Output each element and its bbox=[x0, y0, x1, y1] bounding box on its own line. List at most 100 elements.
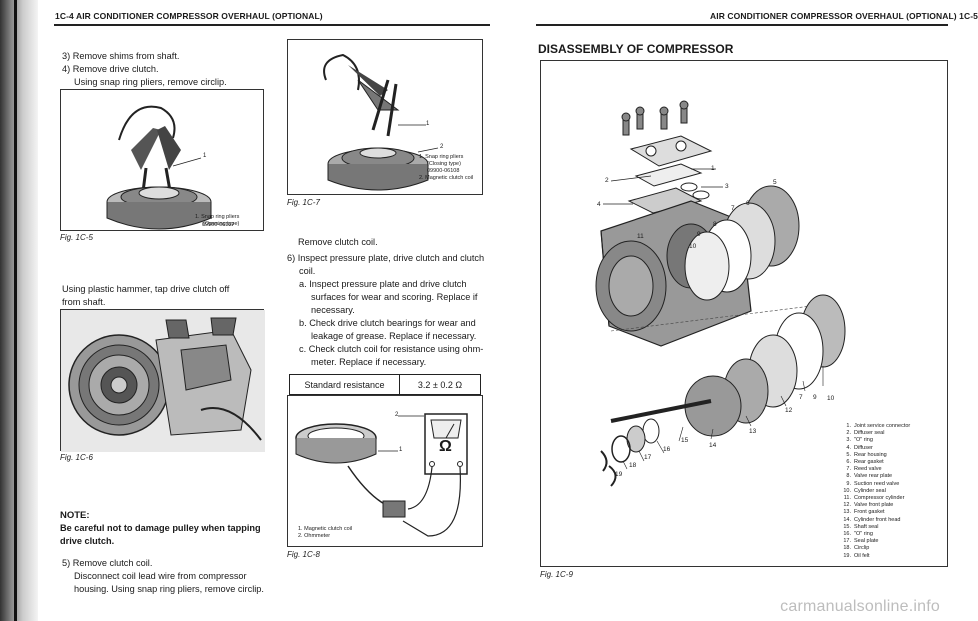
spec-label: Standard resistance bbox=[289, 374, 400, 395]
figure-1c-5: 1 1. Snap ring pliers (Opening type) bbox=[60, 89, 264, 231]
callout-10-front: 10 bbox=[827, 395, 835, 402]
legend-row: 19.Oil felt bbox=[843, 552, 870, 559]
legend-row: 11.Compressor cylinder bbox=[843, 495, 905, 502]
right-page-title: DISASSEMBLY OF COMPRESSOR bbox=[538, 42, 734, 56]
snap-ring-pliers-opening-illustration bbox=[106, 105, 212, 230]
note-text-line-2: drive clutch. bbox=[60, 536, 115, 546]
page-binding-edge bbox=[0, 0, 38, 621]
sub-c-line-1: c. Check clutch coil for resistance usin… bbox=[299, 344, 484, 354]
step-5-sub-line-2: housing. Using snap ring pliers, remove … bbox=[74, 584, 264, 594]
legend-row: 4.Diffuser bbox=[846, 444, 873, 451]
callout-7-front: 7 bbox=[799, 394, 803, 401]
fig7-legend-line-1: 1. Snap ring pliers bbox=[419, 154, 464, 160]
callout-6: 6 bbox=[746, 200, 750, 207]
fig5-callout-1: 1 bbox=[203, 153, 207, 159]
fig8-callout-1: 1 bbox=[399, 447, 403, 453]
standard-resistance-table: Standard resistance 3.2 ± 0.2 Ω bbox=[289, 374, 481, 395]
watermark: carmanualsonline.info bbox=[780, 598, 940, 615]
sub-a-line-1: a. Inspect pressure plate and drive clut… bbox=[299, 279, 467, 289]
callout-13: 13 bbox=[749, 428, 757, 435]
step-6: 6) Inspect pressure plate, drive clutch … bbox=[287, 253, 485, 263]
fig5-legend-line-3: 09900-06107 bbox=[202, 222, 235, 228]
sub-a-line-2: surfaces for wear and scoring. Replace i… bbox=[311, 292, 478, 302]
callout-11: 11 bbox=[637, 233, 644, 240]
legend-row: 6.Rear gasket bbox=[846, 459, 884, 466]
callout-19: 19 bbox=[615, 471, 623, 478]
callout-18: 18 bbox=[629, 462, 637, 469]
spec-value: 3.2 ± 0.2 Ω bbox=[399, 374, 481, 395]
figure-1c-7: 1 2 1. Snap ring pliers (Closing type) 0… bbox=[287, 39, 483, 195]
callout-5: 5 bbox=[773, 179, 777, 186]
right-header-rule bbox=[536, 24, 948, 26]
fig7-legend-line-2: (Closing type) bbox=[427, 161, 461, 167]
step-3: 3) Remove shims from shaft. bbox=[62, 51, 180, 61]
callout-3: 3 bbox=[725, 183, 729, 190]
ohmmeter-coil-test-illustration bbox=[295, 413, 468, 537]
callout-9: 9 bbox=[697, 231, 701, 238]
sub-a-line-3: necessary. bbox=[311, 305, 355, 315]
legend-row: 9.Suction reed valve bbox=[846, 480, 900, 487]
left-page-header: 1C-4 AIR CONDITIONER COMPRESSOR OVERHAUL… bbox=[55, 11, 323, 21]
sub-c-line-2: meter. Replace if necessary. bbox=[311, 357, 427, 367]
legend-row: 8.Valve rear plate bbox=[846, 473, 893, 480]
step-5: 5) Remove clutch coil. bbox=[62, 558, 153, 568]
legend-row: 14.Cylinder front head bbox=[843, 516, 901, 523]
fig6-caption: Fig. 1C-6 bbox=[60, 453, 93, 462]
fig5-legend-line-2: (Opening type) bbox=[203, 221, 240, 227]
plastic-hammer-tapping-illustration bbox=[61, 310, 265, 452]
fig7-legend-line-4: 2. Magnetic clutch coil bbox=[419, 175, 474, 181]
fig7-callout-1: 1 bbox=[426, 121, 430, 127]
callout-2: 2 bbox=[605, 177, 609, 184]
callout-15: 15 bbox=[681, 437, 689, 444]
legend-row: 10.Cylinder seal bbox=[843, 487, 886, 494]
legend-row: 12.Valve front plate bbox=[843, 502, 894, 509]
fig7-callout-2: 2 bbox=[440, 144, 444, 150]
para-hammer-line-1: Using plastic hammer, tap drive clutch o… bbox=[62, 284, 230, 294]
figure-1c-9: 1 2 3 4 5 6 7 8 9 10 11 12 13 14 15 16 1… bbox=[540, 60, 948, 567]
legend-row: 18.Circlip bbox=[843, 545, 870, 552]
callout-7: 7 bbox=[731, 205, 735, 212]
fig5-caption: Fig. 1C-5 bbox=[60, 233, 93, 242]
callout-17: 17 bbox=[644, 454, 652, 461]
left-header-rule bbox=[54, 24, 490, 26]
binding-stripe bbox=[14, 0, 17, 621]
step-4: 4) Remove drive clutch. bbox=[62, 64, 159, 74]
remove-coil-text: Remove clutch coil. bbox=[298, 237, 378, 247]
legend-row: 7.Reed valve bbox=[846, 466, 882, 473]
callout-1: 1 bbox=[711, 165, 715, 172]
note-title: NOTE: bbox=[60, 510, 90, 521]
legend-row: 13.Front gasket bbox=[843, 509, 885, 516]
para-hammer-line-2: from shaft. bbox=[62, 297, 106, 307]
legend-row: 2.Diffuser seal bbox=[846, 430, 885, 437]
callout-12: 12 bbox=[785, 407, 793, 414]
note-text-line-1: Be careful not to damage pulley when tap… bbox=[60, 523, 261, 533]
compressor-exploded-view-illustration bbox=[595, 100, 846, 487]
legend-row: 16."O" ring bbox=[843, 531, 873, 538]
step-4-sub: Using snap ring pliers, remove circlip. bbox=[74, 77, 227, 87]
figure-1c-6 bbox=[60, 309, 265, 452]
legend-row: 15.Shaft seal bbox=[843, 523, 879, 530]
fig7-legend-line-3: 09900-06108 bbox=[427, 168, 460, 174]
step-5-sub-line-1: Disconnect coil lead wire from compresso… bbox=[74, 571, 247, 581]
legend-row: 3."O" ring bbox=[846, 437, 873, 444]
sub-b-line-1: b. Check drive clutch bearings for wear … bbox=[299, 318, 476, 328]
fig8-caption: Fig. 1C-8 bbox=[287, 550, 320, 559]
legend-row: 1.Joint service connector bbox=[846, 423, 911, 429]
callout-16: 16 bbox=[663, 446, 671, 453]
right-page-header: AIR CONDITIONER COMPRESSOR OVERHAUL (OPT… bbox=[710, 11, 978, 21]
ohm-symbol: Ω bbox=[439, 438, 452, 455]
callout-9-front: 9 bbox=[813, 394, 817, 401]
callout-10: 10 bbox=[689, 243, 697, 250]
callout-4: 4 bbox=[597, 201, 601, 208]
legend-row: 5.Rear housing bbox=[846, 451, 887, 458]
legend-row: 17.Seal plate bbox=[843, 538, 879, 545]
fig8-callout-2: 2 bbox=[395, 412, 399, 418]
fig7-caption: Fig. 1C-7 bbox=[287, 198, 320, 207]
fig9-caption: Fig. 1C-9 bbox=[540, 570, 573, 579]
fig8-legend-line-1: 1. Magnetic clutch coil bbox=[298, 526, 353, 532]
snap-ring-pliers-closing-illustration bbox=[323, 53, 439, 191]
figure-1c-8: 2 1 Ω 1. Magnetic clutch coil 2. Ohmmete… bbox=[287, 395, 483, 547]
fig9-legend: 1.Joint service connector 2.Diffuser sea… bbox=[839, 423, 910, 560]
fig5-legend-line-1: 1. Snap ring pliers bbox=[195, 214, 240, 220]
sub-b-line-2: leakage of grease. Replace if necessary. bbox=[311, 331, 477, 341]
